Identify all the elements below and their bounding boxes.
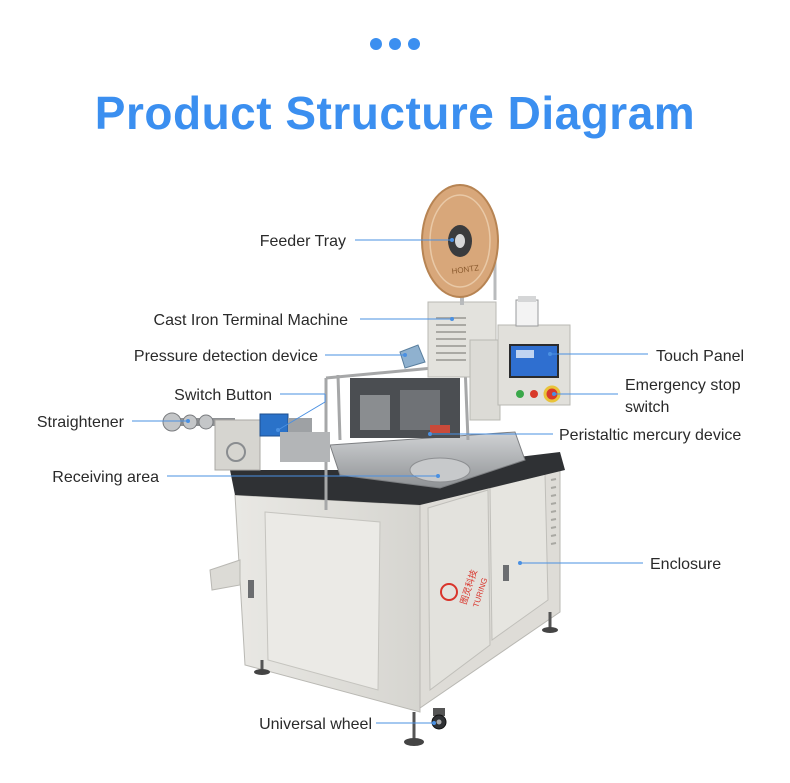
label-emergency-line2: switch xyxy=(625,399,669,416)
page-title: Product Structure Diagram xyxy=(94,87,696,139)
receiving-tray-lip xyxy=(409,457,471,483)
enclosure-door-middle xyxy=(427,489,491,691)
leader-switch-button-bend xyxy=(277,394,326,431)
terminal-tower-base xyxy=(469,339,501,421)
vent-slots xyxy=(550,478,557,545)
leader-dot xyxy=(436,474,440,478)
feeder-reel: HONTZ xyxy=(421,184,499,298)
touch-panel-highlight xyxy=(516,350,534,358)
straightener-wheel xyxy=(198,414,214,430)
leader-dot xyxy=(548,352,552,356)
feed-unit xyxy=(214,419,261,471)
mechanism-red-part xyxy=(430,425,450,433)
touch-panel-screen xyxy=(509,344,559,378)
feet xyxy=(254,612,558,746)
leader-endpoints xyxy=(186,238,556,725)
label-receiving: Receiving area xyxy=(52,469,159,486)
green-button xyxy=(516,390,524,398)
straightener-wheel xyxy=(182,414,198,430)
label-peristaltic: Peristaltic mercury device xyxy=(559,427,741,444)
label-switch-button: Switch Button xyxy=(174,387,272,404)
leader-dot xyxy=(403,353,407,357)
mechanism-detail xyxy=(360,395,390,430)
leader-dot xyxy=(428,432,432,436)
signal-lamp xyxy=(515,299,539,327)
enclosure-door-front xyxy=(264,511,381,691)
dot xyxy=(408,38,420,50)
switch-button-block-side xyxy=(288,418,312,436)
leader-dot xyxy=(276,428,280,432)
dot xyxy=(370,38,382,50)
label-cast-iron: Cast Iron Terminal Machine xyxy=(154,312,349,329)
callout-labels: Feeder Tray Cast Iron Terminal Machine P… xyxy=(37,233,744,733)
terminal-tower-vents xyxy=(436,317,466,361)
door-handle xyxy=(248,580,254,598)
side-shelf xyxy=(209,559,241,591)
reel-brand-text: HONTZ xyxy=(451,263,480,276)
machine-illustration: 图灵科技 TURING xyxy=(162,184,571,746)
decor-dots xyxy=(370,38,420,50)
label-straightener: Straightener xyxy=(37,414,125,431)
label-emergency-line1: Emergency stop xyxy=(625,377,741,394)
dot xyxy=(389,38,401,50)
label-pressure: Pressure detection device xyxy=(134,348,318,365)
mount-plate xyxy=(280,432,330,462)
label-touch-panel: Touch Panel xyxy=(656,348,744,365)
label-enclosure: Enclosure xyxy=(650,556,721,573)
straightener-wheel xyxy=(162,412,182,432)
pressure-sensor xyxy=(399,344,426,369)
feed-unit-fan xyxy=(226,442,246,462)
leader-dot xyxy=(450,317,454,321)
label-universal-wheel: Universal wheel xyxy=(259,716,372,733)
signal-lamp-top xyxy=(518,296,536,302)
leader-dot xyxy=(552,392,556,396)
mechanism-detail xyxy=(400,390,440,430)
leader-dot xyxy=(186,419,190,423)
leader-lines xyxy=(132,239,648,724)
leader-dot xyxy=(450,238,454,242)
leader-dot xyxy=(432,721,436,725)
leader-dot xyxy=(518,561,522,565)
universal-wheel-icon xyxy=(431,708,447,730)
red-button xyxy=(530,390,538,398)
door-handle xyxy=(503,565,509,581)
label-feeder-tray: Feeder Tray xyxy=(260,233,346,250)
